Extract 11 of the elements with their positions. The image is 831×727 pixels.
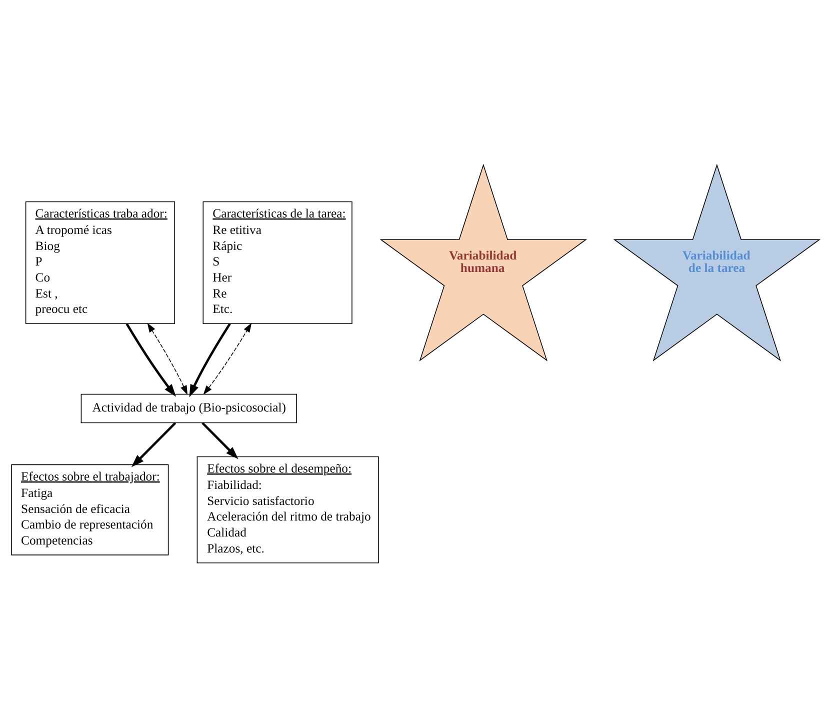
arrow — [202, 422, 238, 459]
arrow — [131, 422, 176, 467]
arrow — [126, 322, 176, 396]
node-box: Características traba ador: A tropomé icas Biog P Co Est , preocu etc — [25, 200, 176, 324]
arrow — [147, 322, 188, 395]
arrow — [203, 322, 252, 394]
node-box: Efectos sobre el trabajador: Fatiga Sensación de eficacia Cambio de representación Competencias — [11, 464, 169, 555]
node-box: Características de la tarea: Re etitiva Rápic S Her Re Etc. — [202, 200, 352, 324]
arrow — [189, 322, 231, 397]
node-box: Actividad de trabajo (Bio-psicosocial) — [80, 393, 297, 423]
node-box: Efectos sobre el desempeño: Fiabilidad: Servicio satisfactorio Aceleración del ritmo de trabajo Calidad Plazos, etc. — [196, 456, 379, 563]
